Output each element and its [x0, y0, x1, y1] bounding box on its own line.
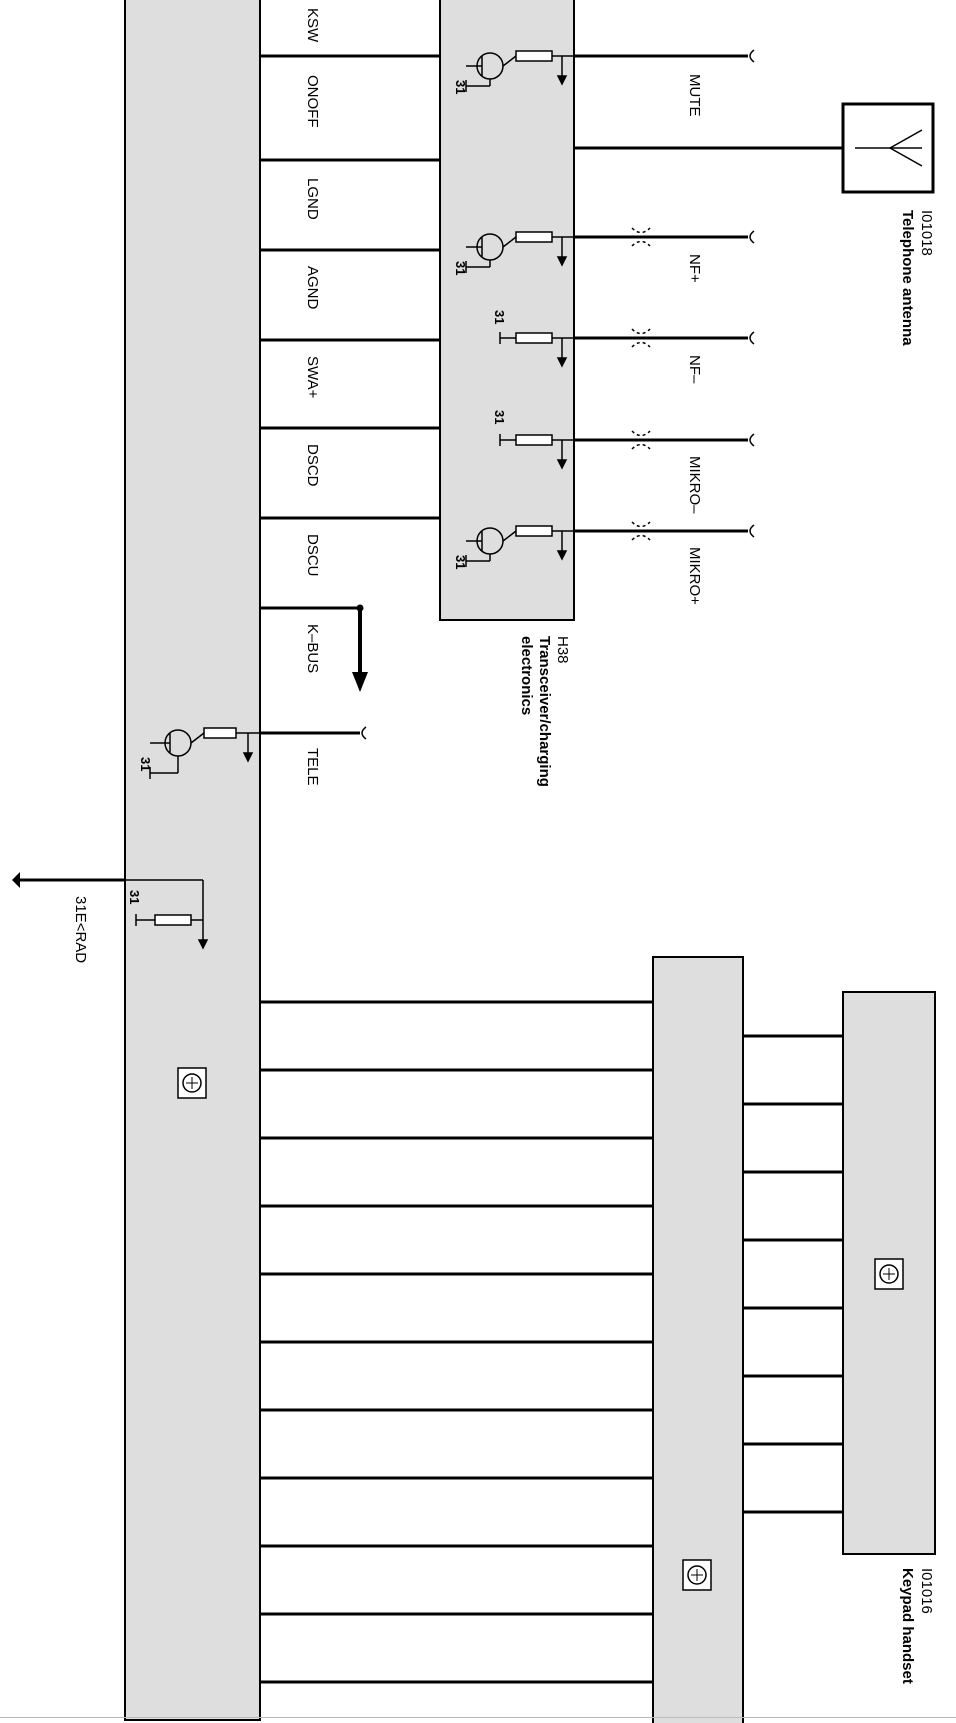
component-icon-connector [682, 1559, 712, 1591]
signal-label-mikro-minus: MIKRO– [686, 456, 703, 514]
ground-ref-terminal [12, 872, 20, 888]
pin-label: KSW [304, 8, 321, 43]
pin-wires [260, 54, 440, 735]
kbus-arrow-head [352, 672, 368, 692]
ground-label: 31 [453, 80, 468, 94]
ground-label: 31 [492, 310, 507, 324]
ground-label: 31 [453, 261, 468, 275]
ground-resistor [125, 879, 209, 950]
component-icon-keypad [874, 1258, 904, 1290]
component-icon-main [177, 1067, 207, 1099]
transceiver-block [439, 0, 575, 621]
transceiver-id: H38 [554, 636, 571, 664]
main-unit-block [124, 0, 261, 1721]
page-bottom-rule [0, 1717, 956, 1718]
transistor-stage-mute [465, 50, 574, 92]
keypad-name: Keypad handset [899, 1568, 916, 1684]
pin-label: SWA+ [304, 356, 321, 399]
antenna-id: I01018 [918, 210, 935, 256]
signal-wires [574, 54, 843, 533]
antenna-name: Telephone antenna [899, 210, 916, 346]
ground-label: 31 [127, 890, 142, 904]
pin-label: K–BUS [304, 624, 321, 673]
pin-label: AGND [304, 266, 321, 310]
shield-brackets [631, 227, 651, 541]
pin-label: DSCU [304, 534, 321, 577]
transistor-stage-tele [149, 727, 260, 779]
pin-label: ONOFF [304, 75, 321, 128]
keypad-id: I01016 [918, 1568, 935, 1614]
pin-label: TELE [304, 748, 321, 786]
signal-label-nf-minus: NF– [686, 355, 703, 384]
pin-label: DSCD [304, 444, 321, 487]
connector-block [652, 956, 744, 1723]
signal-label-mute: MUTE [686, 74, 703, 117]
signal-label-mikro-plus: MIKRO+ [686, 547, 703, 605]
transceiver-name-line1: Transceiver/charging [536, 636, 553, 787]
bus-wires-lower [260, 1000, 653, 1684]
ground-label: 31 [138, 757, 153, 771]
transceiver-name-line2: electronics [518, 636, 535, 715]
ground-ref-label: 31E<RAD [72, 896, 89, 963]
resistor-stage-nf-minus [499, 332, 574, 368]
antenna-icon [855, 129, 923, 167]
resistor-stage-mikro-minus [499, 434, 574, 470]
pin-label: LGND [304, 178, 321, 220]
connector-arrows [361, 49, 755, 740]
ground-label: 31 [492, 410, 507, 424]
transistor-stage-mikro-plus [465, 525, 574, 567]
transistor-stage-nf-plus [465, 231, 574, 273]
ground-label: 31 [453, 555, 468, 569]
keypad-wires [743, 1034, 843, 1514]
signal-label-nf-plus: NF+ [686, 254, 703, 283]
